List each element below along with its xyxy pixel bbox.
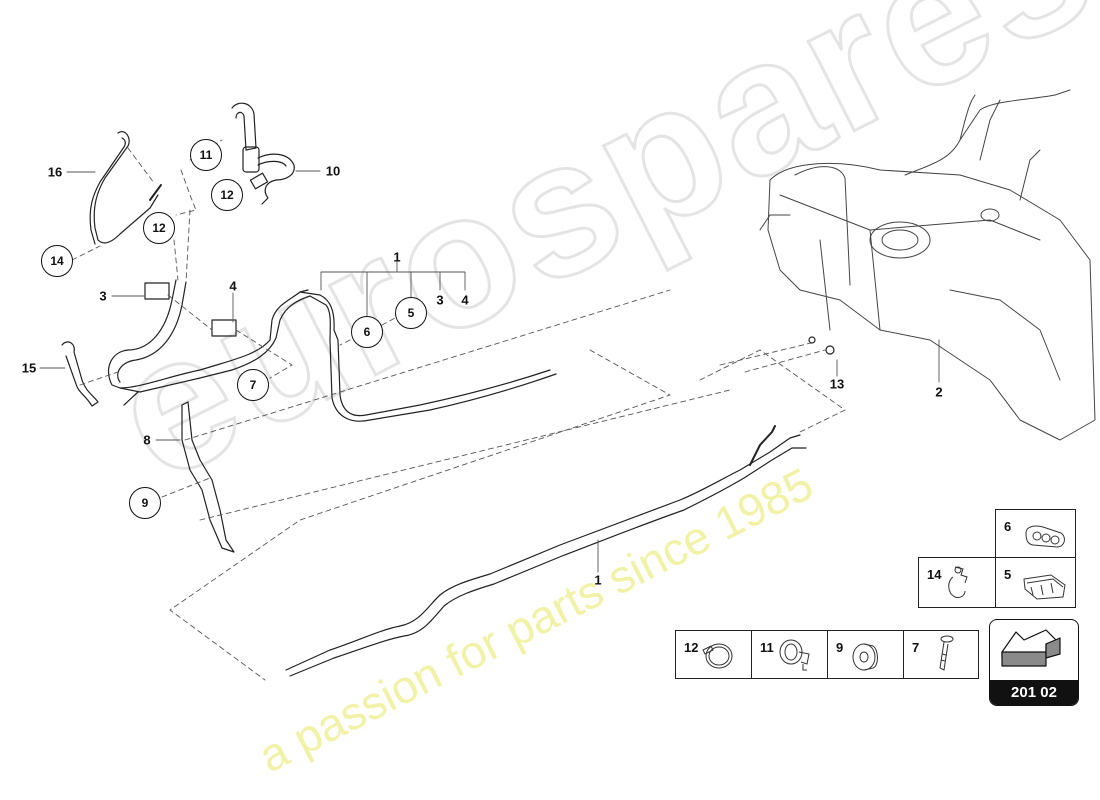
hose-10-assembly <box>231 102 295 205</box>
hose-clamp-icon <box>702 643 733 669</box>
fuel-line-1-long <box>285 425 807 677</box>
label-part-2[interactable]: 2 <box>935 384 943 400</box>
label-part-1-group[interactable]: 1 <box>393 249 401 265</box>
legend-number: 12 <box>684 640 699 655</box>
label-part-4-group[interactable]: 4 <box>461 292 469 308</box>
legend-part-11[interactable]: 11 <box>751 630 828 679</box>
section-reference-number: 201 02 <box>990 680 1078 705</box>
bracket-8 <box>181 401 235 553</box>
expanding-rivet-icon <box>939 635 954 671</box>
triple-clip-icon <box>1025 525 1065 548</box>
hose-clip-icon <box>948 566 968 598</box>
hose-15 <box>61 341 99 407</box>
fuel-line-set-left <box>107 279 557 422</box>
grommet-icon <box>852 643 878 671</box>
label-part-3-group[interactable]: 3 <box>436 292 444 308</box>
spring-clamp-icon <box>779 639 810 671</box>
arrow-back-icon <box>1001 629 1061 667</box>
callout-part-14[interactable]: 14 <box>41 245 73 277</box>
legend-part-14[interactable]: 14 <box>918 557 996 608</box>
label-part-4[interactable]: 4 <box>229 278 237 294</box>
clip-13 <box>825 345 835 355</box>
hose-16 <box>89 131 162 245</box>
label-part-15[interactable]: 15 <box>21 360 37 376</box>
legend-number: 9 <box>836 640 844 655</box>
legend-part-6[interactable]: 6 <box>995 509 1076 558</box>
legend-part-7[interactable]: 7 <box>903 630 979 679</box>
label-part-1[interactable]: 1 <box>594 572 602 588</box>
label-part-16[interactable]: 16 <box>47 164 63 180</box>
solid-leader-lines <box>39 170 940 573</box>
callout-part-7[interactable]: 7 <box>237 369 269 401</box>
clip-3 <box>144 282 170 300</box>
dashed-leader-lines <box>71 139 846 681</box>
callout-part-6[interactable]: 6 <box>351 316 383 348</box>
clip-4 <box>211 319 237 337</box>
label-part-13[interactable]: 13 <box>829 376 845 392</box>
legend-part-12[interactable]: 12 <box>675 630 752 679</box>
callout-part-9[interactable]: 9 <box>129 487 161 519</box>
callout-part-12[interactable]: 12 <box>143 212 175 244</box>
legend-number: 14 <box>927 567 942 582</box>
fuel-tank-2 <box>759 89 1096 441</box>
callout-part-5[interactable]: 5 <box>395 297 427 329</box>
legend-part-5[interactable]: 5 <box>995 557 1076 608</box>
callout-part-12-upper[interactable]: 12 <box>211 179 243 211</box>
callout-part-11[interactable]: 11 <box>190 139 222 171</box>
label-part-3[interactable]: 3 <box>99 288 107 304</box>
legend-part-9[interactable]: 9 <box>827 630 904 679</box>
label-part-10[interactable]: 10 <box>325 163 341 179</box>
label-part-8[interactable]: 8 <box>143 432 151 448</box>
legend-number: 5 <box>1004 567 1012 582</box>
line-holder-icon <box>1023 574 1066 600</box>
legend-number: 11 <box>760 640 774 655</box>
legend-number: 6 <box>1004 519 1012 534</box>
legend-number: 7 <box>912 640 920 655</box>
previous-section-nav-button[interactable]: 201 02 <box>989 619 1079 706</box>
